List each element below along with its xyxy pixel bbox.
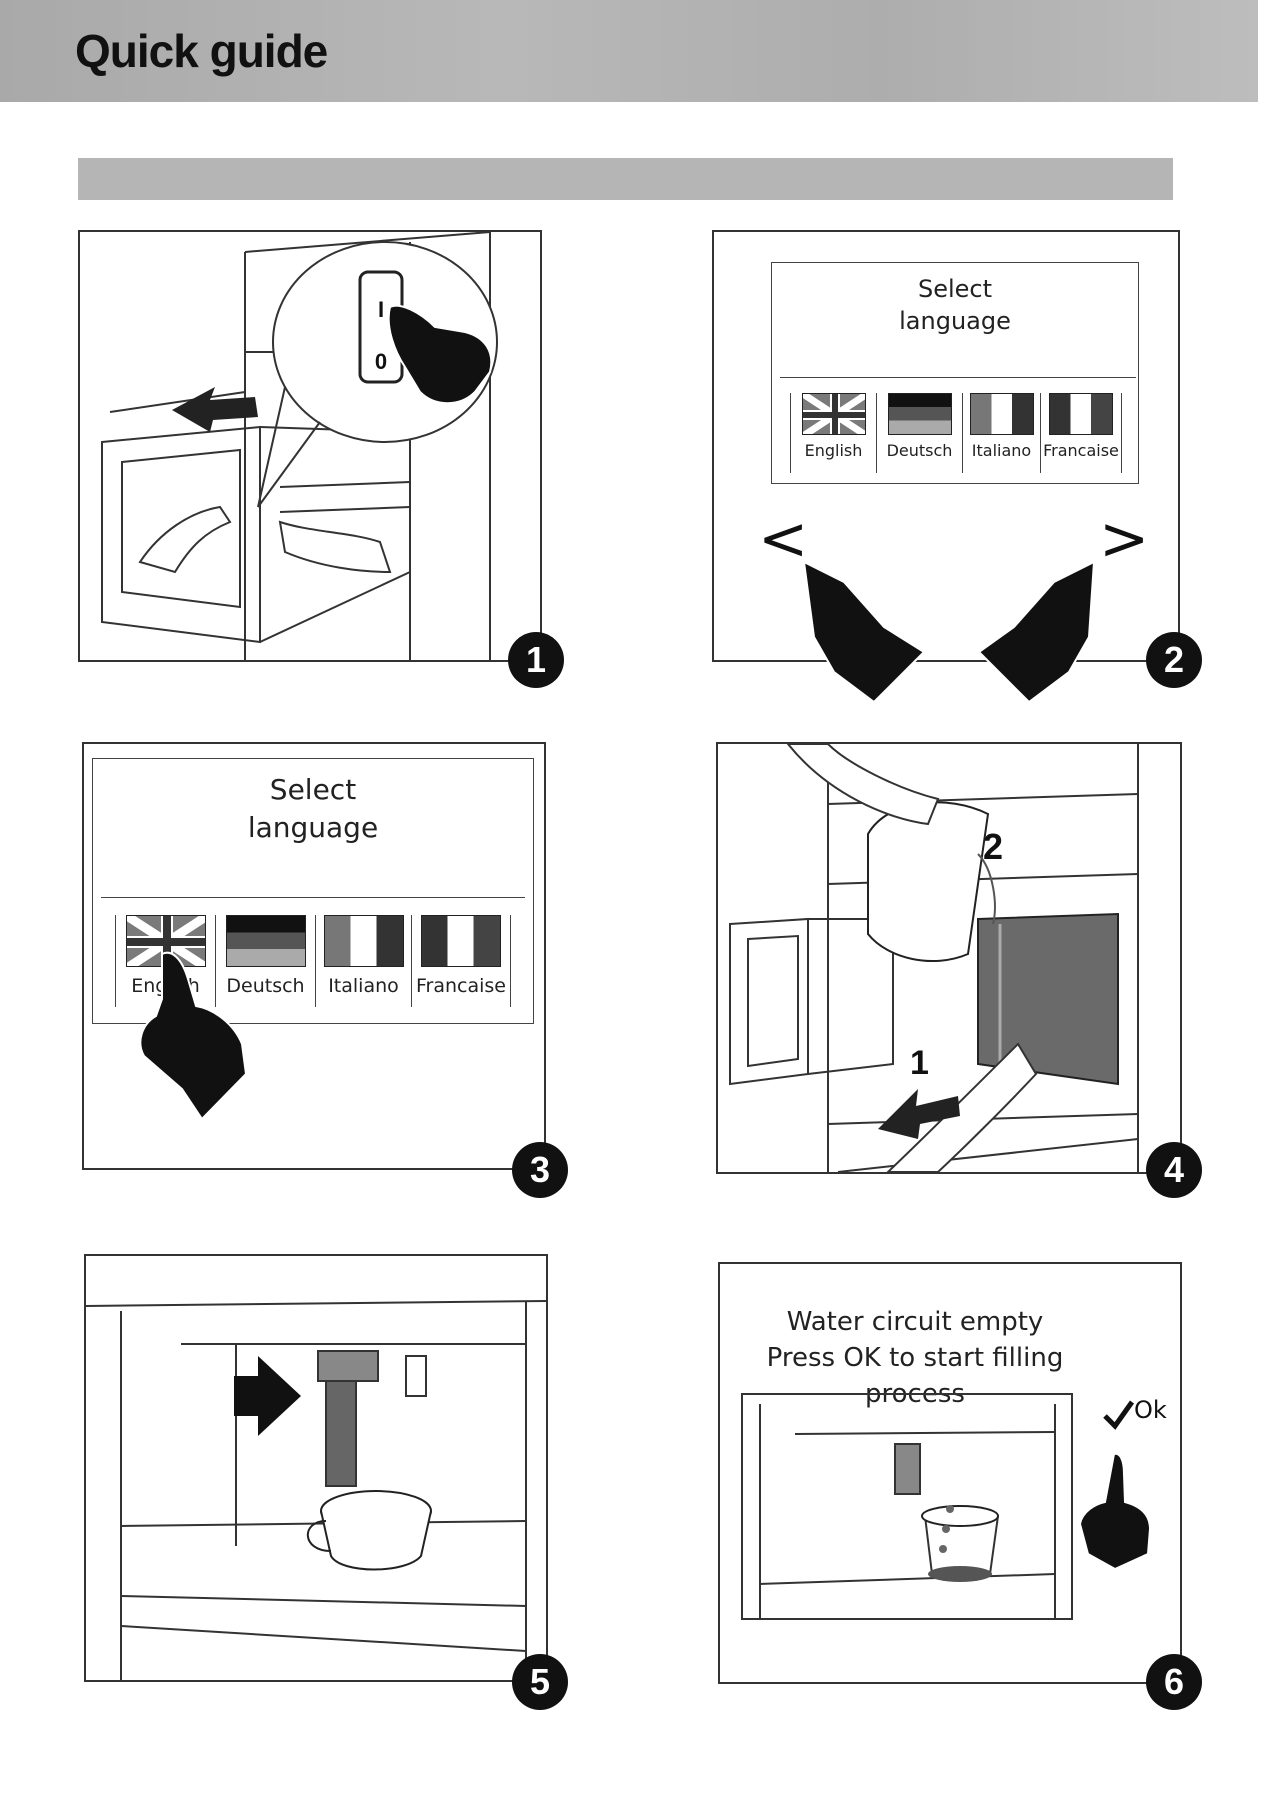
language-label: Francaise (1043, 441, 1119, 460)
language-option-deutsch[interactable]: Deutsch (876, 393, 962, 473)
switch-off-label: 0 (375, 349, 387, 374)
select-language-title: Select language (247, 773, 379, 844)
fr-flag-icon (421, 915, 501, 967)
language-screen: Select language English Deutsch Italiano… (771, 262, 1139, 484)
step-3-panel: Select language English Deutsch Italiano… (82, 742, 546, 1170)
water-drops-icon (939, 1505, 954, 1553)
water-jug-icon (867, 801, 990, 962)
language-option-italiano[interactable]: Italiano (962, 393, 1040, 473)
nav-right-arrow[interactable]: > (1099, 504, 1150, 574)
step-badge-5: 5 (512, 1654, 568, 1710)
language-option-francaise[interactable]: Francaise (1040, 393, 1122, 473)
uk-flag-icon (801, 393, 866, 435)
arrow-icon (234, 1356, 301, 1436)
step-5-illustration (86, 1300, 546, 1680)
it-flag-icon (969, 393, 1034, 435)
hand-pointer-icon (139, 951, 248, 1121)
checkmark-icon (1103, 1400, 1135, 1430)
step-badge-2: 2 (1146, 632, 1202, 688)
uk-flag-icon (125, 915, 206, 967)
language-list: English Deutsch Italiano Francaise (790, 393, 1122, 473)
step-6-illustration (741, 1393, 1152, 1620)
step-badge-3: 3 (512, 1142, 568, 1198)
language-label: Deutsch (886, 441, 953, 460)
hand-pointer-icon (1078, 1452, 1152, 1571)
language-label: English (804, 441, 863, 460)
fr-flag-icon (1049, 393, 1113, 435)
language-option-deutsch[interactable]: Deutsch (215, 915, 315, 1007)
water-tank-icon (977, 912, 1119, 1086)
hand-pointer-icon (387, 304, 493, 405)
hand-pointer-icon (977, 560, 1096, 704)
step-badge-4: 4 (1146, 1142, 1202, 1198)
it-flag-icon (323, 915, 404, 967)
tank-step-label: 1 (910, 1044, 929, 1082)
select-language-title: Select language (899, 275, 1011, 335)
language-label: Italiano (328, 975, 399, 997)
step-5-panel (84, 1254, 548, 1682)
de-flag-icon (887, 393, 952, 435)
divider (101, 897, 525, 898)
divider (780, 377, 1136, 378)
hand-pointer-icon (802, 560, 926, 704)
switch-on-label: I (378, 297, 384, 322)
nav-left-arrow[interactable]: < (758, 504, 809, 574)
de-flag-icon (225, 915, 306, 967)
step-1-panel: I 0 (78, 230, 542, 662)
coffee-cup-icon (306, 1490, 432, 1571)
step-1-illustration: I 0 (101, 232, 498, 660)
language-label: Francaise (416, 975, 506, 997)
step-2-panel: Select language English Deutsch Italiano… (712, 230, 1180, 704)
section-bar (78, 158, 1173, 200)
step-badge-6: 6 (1146, 1654, 1202, 1710)
page-title: Quick guide (75, 25, 328, 77)
step-2-hands (802, 560, 1096, 704)
arrow-icon (878, 1089, 960, 1139)
language-option-italiano[interactable]: Italiano (315, 915, 411, 1007)
step-badge-1: 1 (508, 632, 564, 688)
step-6-panel: Water circuit empty Press OK to start fi… (718, 1262, 1182, 1684)
step-4-illustration: 1 2 (729, 744, 1139, 1172)
pour-step-label: 2 (983, 826, 1003, 867)
step-4-panel: 1 2 (716, 742, 1182, 1174)
language-option-english[interactable]: English (790, 393, 876, 473)
language-label: Deutsch (226, 975, 305, 997)
arrow-icon (172, 387, 258, 432)
language-label: Italiano (971, 441, 1032, 460)
language-option-francaise[interactable]: Francaise (411, 915, 511, 1007)
step-3-hand (139, 951, 248, 1121)
ok-button[interactable]: Ok (1134, 1396, 1167, 1424)
header-bar (0, 0, 1258, 102)
